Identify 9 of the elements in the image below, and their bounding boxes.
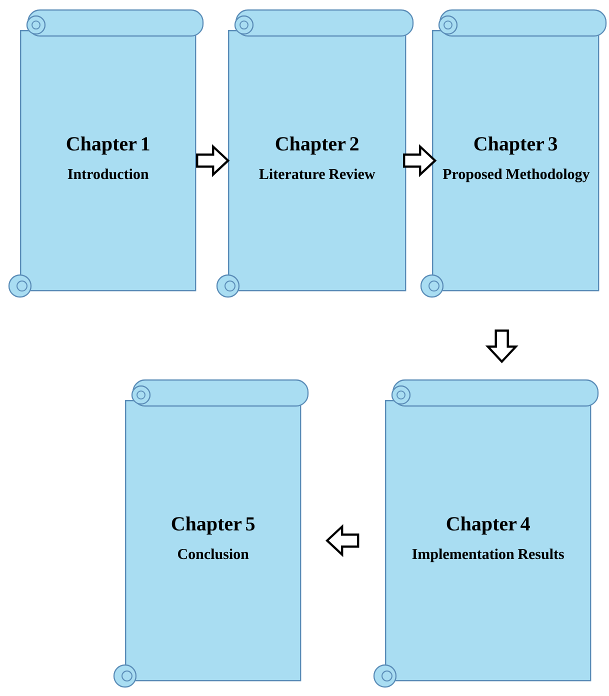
scroll: Chapter 3 Proposed Methodology — [420, 9, 607, 298]
scroll: Chapter 2 Literature Review — [216, 9, 414, 298]
block-arrow — [325, 524, 360, 558]
block-arrow — [485, 330, 518, 364]
scroll: Chapter 5 Conclusion — [113, 379, 309, 688]
block-arrow — [196, 144, 230, 178]
block-arrow — [403, 144, 437, 178]
scroll: Chapter 1 Introduction — [8, 9, 204, 298]
scroll: Chapter 4 Implementation Results — [373, 379, 599, 688]
